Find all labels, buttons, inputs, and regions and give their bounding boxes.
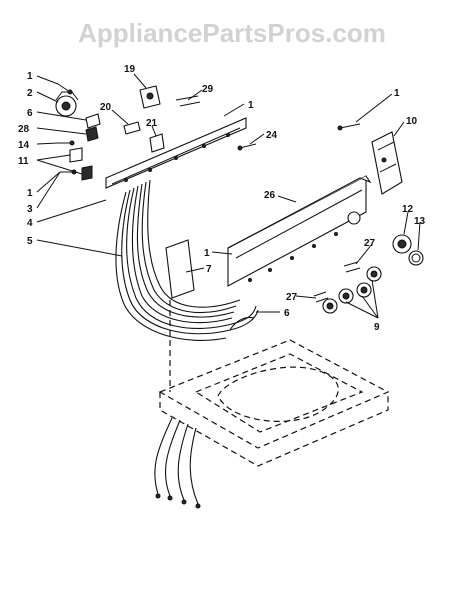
callout-4: 4 <box>27 218 33 229</box>
callout-27: 27 <box>364 238 376 249</box>
timer-knob-part-2 <box>55 91 79 117</box>
callout-1: 1 <box>248 100 254 111</box>
callout-12: 12 <box>402 204 414 215</box>
callout-3: 3 <box>27 204 33 215</box>
callout-13: 13 <box>414 216 426 227</box>
connector-part-21 <box>149 133 165 153</box>
screw-part-29 <box>175 95 201 107</box>
watermark-text: AppliancePartsPros.com <box>78 18 386 48</box>
callout-21: 21 <box>146 118 158 129</box>
screw-part-1-right <box>337 123 361 131</box>
cover-plate-part-7 <box>165 239 195 299</box>
callout-1: 1 <box>27 71 33 82</box>
callout-28: 28 <box>18 124 30 135</box>
screw-part-24 <box>237 143 257 151</box>
clip-part-20 <box>123 121 141 135</box>
callout-6: 6 <box>27 108 33 119</box>
callout-10: 10 <box>406 116 418 127</box>
callout-29: 29 <box>202 84 214 95</box>
callout-27: 27 <box>286 292 298 303</box>
screw-part-1-top <box>57 83 73 95</box>
leader-lines <box>36 73 421 319</box>
callout-9: 9 <box>374 322 380 333</box>
callout-14: 14 <box>18 140 30 151</box>
clip-part-6 <box>85 113 101 129</box>
callout-1: 1 <box>204 248 210 259</box>
knob-part-12 <box>392 234 412 254</box>
spring-part-27 <box>313 261 361 303</box>
bracket-part-19 <box>139 85 161 109</box>
lower-wire-leads <box>154 417 201 509</box>
mounting-strip-part-4 <box>105 117 247 189</box>
switch-part-11 <box>69 147 93 181</box>
console-panel-part-26 <box>227 175 372 287</box>
switch-knobs-part-9 <box>322 266 382 314</box>
screw-part-3 <box>60 169 77 175</box>
callout-1: 1 <box>394 88 400 99</box>
callout-2: 2 <box>27 88 33 99</box>
knob-cap-part-13 <box>408 250 424 266</box>
wiring-harness-part-5 <box>115 179 259 341</box>
bracket-part-28 <box>85 126 99 142</box>
callout-6: 6 <box>284 308 290 319</box>
callout-labels: 1 2 6 28 14 11 1 3 4 5 19 29 20 1 21 24 … <box>18 64 426 333</box>
callout-26: 26 <box>264 190 276 201</box>
callout-7: 7 <box>206 264 212 275</box>
callout-1: 1 <box>27 188 33 199</box>
callout-20: 20 <box>100 102 112 113</box>
cabinet-top-outline <box>158 300 390 467</box>
callout-19: 19 <box>124 64 136 75</box>
callout-5: 5 <box>27 236 33 247</box>
endcap-part-10 <box>371 131 403 195</box>
screw-part-14 <box>58 140 75 146</box>
callout-11: 11 <box>18 156 29 167</box>
callout-24: 24 <box>266 130 278 141</box>
